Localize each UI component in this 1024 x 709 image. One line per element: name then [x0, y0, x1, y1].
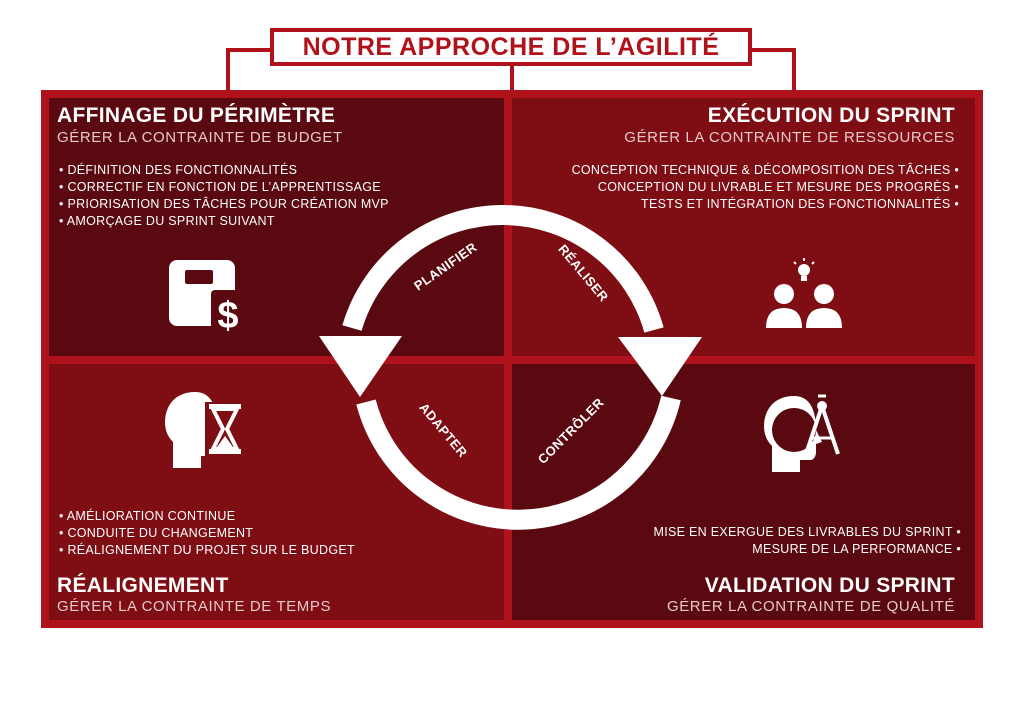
- head-compass-icon: [764, 394, 840, 472]
- list-item: DÉFINITION DES FONCTIONNALITÉS: [59, 162, 389, 179]
- quadrant-execution: EXÉCUTION DU SPRINT GÉRER LA CONTRAINTE …: [512, 98, 975, 356]
- list-item: AMÉLIORATION CONTINUE: [59, 508, 355, 525]
- quadrant-subheading: GÉRER LA CONTRAINTE DE TEMPS: [57, 598, 332, 615]
- list-item: MISE EN EXERGUE DES LIVRABLES DU SPRINT: [653, 524, 961, 541]
- quadrant-subheading: GÉRER LA CONTRAINTE DE QUALITÉ: [666, 598, 955, 615]
- quadrant-list: CONCEPTION TECHNIQUE & DÉCOMPOSITION DES…: [572, 162, 959, 213]
- quadrant-realignement: AMÉLIORATION CONTINUE CONDUITE DU CHANGE…: [49, 364, 504, 620]
- quadrant-affinage: AFFINAGE DU PÉRIMÈTRE GÉRER LA CONTRAINT…: [49, 98, 504, 356]
- head-hourglass-icon: [165, 392, 243, 468]
- list-item: CONCEPTION TECHNIQUE & DÉCOMPOSITION DES…: [572, 162, 959, 179]
- quadrant-subheading: GÉRER LA CONTRAINTE DE BUDGET: [57, 129, 343, 146]
- list-item: AMORÇAGE DU SPRINT SUIVANT: [59, 213, 389, 230]
- title-connector-center: [510, 66, 514, 94]
- title-box: NOTRE APPROCHE DE L’AGILITÉ: [270, 28, 752, 66]
- list-item: CONDUITE DU CHANGEMENT: [59, 525, 355, 542]
- quadrant-list: MISE EN EXERGUE DES LIVRABLES DU SPRINT …: [653, 524, 961, 558]
- list-item: CONCEPTION DU LIVRABLE ET MESURE DES PRO…: [572, 179, 959, 196]
- quadrant-subheading: GÉRER LA CONTRAINTE DE RESSOURCES: [624, 129, 955, 146]
- title-connector-left: [226, 48, 270, 94]
- title-connector-right: [752, 48, 796, 94]
- list-item: TESTS ET INTÉGRATION DES FONCTIONNALITÉS: [572, 196, 959, 213]
- quadrant-list: AMÉLIORATION CONTINUE CONDUITE DU CHANGE…: [59, 508, 355, 559]
- quadrant-heading: AFFINAGE DU PÉRIMÈTRE: [57, 104, 336, 127]
- list-item: MESURE DE LA PERFORMANCE: [653, 541, 961, 558]
- svg-text:$: $: [217, 295, 238, 337]
- budget-box-dollar-icon: $: [169, 260, 245, 337]
- list-item: PRIORISATION DES TÂCHES POUR CRÉATION MV…: [59, 196, 389, 213]
- page-title: NOTRE APPROCHE DE L’AGILITÉ: [302, 32, 720, 61]
- quadrant-list: DÉFINITION DES FONCTIONNALITÉS CORRECTIF…: [59, 162, 389, 230]
- quadrant-validation: MISE EN EXERGUE DES LIVRABLES DU SPRINT …: [512, 364, 975, 620]
- quadrant-heading: RÉALIGNEMENT: [57, 574, 229, 597]
- list-item: RÉALIGNEMENT DU PROJET SUR LE BUDGET: [59, 542, 355, 559]
- quadrant-heading: VALIDATION DU SPRINT: [704, 574, 955, 597]
- team-idea-icon: [766, 258, 842, 328]
- list-item: CORRECTIF EN FONCTION DE L’APPRENTISSAGE: [59, 179, 389, 196]
- quadrant-heading: EXÉCUTION DU SPRINT: [707, 104, 955, 127]
